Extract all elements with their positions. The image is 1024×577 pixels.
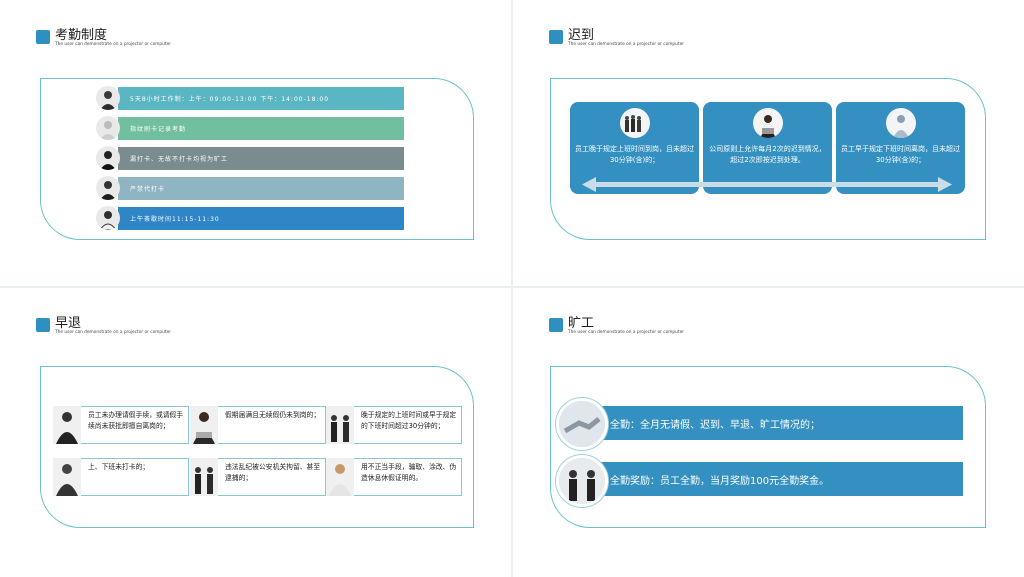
handshake-photo-icon bbox=[556, 398, 608, 450]
title-square-icon bbox=[36, 318, 50, 332]
title-square-icon bbox=[549, 318, 563, 332]
rule-card-3: 员工早于规定下班时间离岗，且未超过30分钟(含)的； bbox=[836, 102, 965, 194]
rule-box-2: 假期届满且无续假仍未到岗的； bbox=[190, 406, 326, 444]
slide-subtitle: The user can demonstrate on a projector … bbox=[55, 330, 171, 335]
content-frame bbox=[40, 78, 474, 240]
arrow-right-icon bbox=[938, 177, 952, 192]
rule-bar-3: 漏打卡、无故不打卡均视为旷工 bbox=[118, 147, 404, 170]
rule-box-text: 员工未办理请假手续，或请假手续尚未获批即擅自离岗的； bbox=[88, 411, 184, 430]
rule-box-text: 上、下班未打卡的； bbox=[88, 463, 150, 471]
team-photo-icon bbox=[619, 108, 650, 138]
rule-bar-1: 5天8小时工作制：上午：09:00-13:00 下午：14:00-18:00 bbox=[118, 87, 404, 110]
slide-title: 考勤制度 bbox=[55, 28, 108, 43]
person-laptop-icon bbox=[752, 108, 783, 138]
slide-subtitle: The user can demonstrate on a projector … bbox=[568, 42, 684, 47]
rule-card-text: 公司原则上允许每月2次的迟到情况，超过2次即按迟到处理。 bbox=[709, 145, 826, 164]
group-photo-icon bbox=[556, 455, 608, 507]
person-photo-icon bbox=[53, 406, 81, 444]
person-avatar-icon bbox=[96, 86, 120, 110]
person-laptop-icon bbox=[190, 406, 218, 444]
slide-title: 早退 bbox=[55, 316, 82, 331]
rule-card-text: 员工晚于规定上班时间到岗，且未超过30分钟(含)的； bbox=[575, 145, 694, 164]
rule-card-2: 公司原则上允许每月2次的迟到情况，超过2次即按迟到处理。 bbox=[703, 102, 832, 194]
slide-attendance-policy[interactable]: 考勤制度 The user can demonstrate on a proje… bbox=[0, 0, 511, 286]
slide-subtitle: The user can demonstrate on a projector … bbox=[55, 42, 171, 47]
group-photo-icon bbox=[326, 406, 354, 444]
rule-box-6: 用不正当手段，骗取、涂改、伪造休息休假证明的。 bbox=[326, 458, 462, 496]
person-photo-icon bbox=[326, 458, 354, 496]
title-square-icon bbox=[36, 30, 50, 44]
person-photo-icon bbox=[53, 458, 81, 496]
group-photo-icon bbox=[190, 458, 218, 496]
rule-box-5: 违法乱纪被公安机关拘留、甚至逮捕的； bbox=[190, 458, 326, 496]
title-square-icon bbox=[549, 30, 563, 44]
rule-box-text: 晚于规定的上班时间或早于规定的下班时间超过30分钟的； bbox=[361, 411, 457, 430]
rule-box-1: 员工未办理请假手续，或请假手续尚未获批即擅自离岗的； bbox=[53, 406, 189, 444]
rule-box-4: 上、下班未打卡的； bbox=[53, 458, 189, 496]
reward-banner-1: 全勤：全月无请假、迟到、早退、旷工情况的； bbox=[590, 406, 963, 440]
person-avatar-icon bbox=[96, 206, 120, 230]
rule-bar-5: 上午茶歇时间11:15-11:30 bbox=[118, 207, 404, 230]
rule-card-text: 员工早于规定下班时间离岗，且未超过30分钟(含)的； bbox=[841, 145, 960, 164]
rule-box-text: 用不正当手段，骗取、涂改、伪造休息休假证明的。 bbox=[361, 463, 457, 482]
person-avatar-icon bbox=[96, 146, 120, 170]
rule-box-text: 违法乱纪被公安机关拘留、甚至逮捕的； bbox=[225, 463, 321, 482]
arrow-left-icon bbox=[582, 177, 596, 192]
content-frame bbox=[550, 78, 986, 240]
double-arrow bbox=[590, 182, 942, 187]
rule-bar-2: 指纹刷卡记录考勤 bbox=[118, 117, 404, 140]
content-frame bbox=[40, 366, 474, 528]
content-frame bbox=[550, 366, 986, 528]
person-avatar-icon bbox=[96, 176, 120, 200]
rule-box-3: 晚于规定的上班时间或早于规定的下班时间超过30分钟的； bbox=[326, 406, 462, 444]
slide-title: 旷工 bbox=[568, 316, 595, 331]
reward-banner-2: 全勤奖励：员工全勤，当月奖励100元全勤奖金。 bbox=[590, 462, 963, 496]
rule-box-text: 假期届满且无续假仍未到岗的； bbox=[225, 411, 321, 419]
rule-bar-4: 严禁代打卡 bbox=[118, 177, 404, 200]
person-avatar-icon bbox=[96, 116, 120, 140]
person-thinking-icon bbox=[885, 108, 916, 138]
rule-card-1: 员工晚于规定上班时间到岗，且未超过30分钟(含)的； bbox=[570, 102, 699, 194]
slide-subtitle: The user can demonstrate on a projector … bbox=[568, 330, 684, 335]
slide-title: 迟到 bbox=[568, 28, 595, 43]
